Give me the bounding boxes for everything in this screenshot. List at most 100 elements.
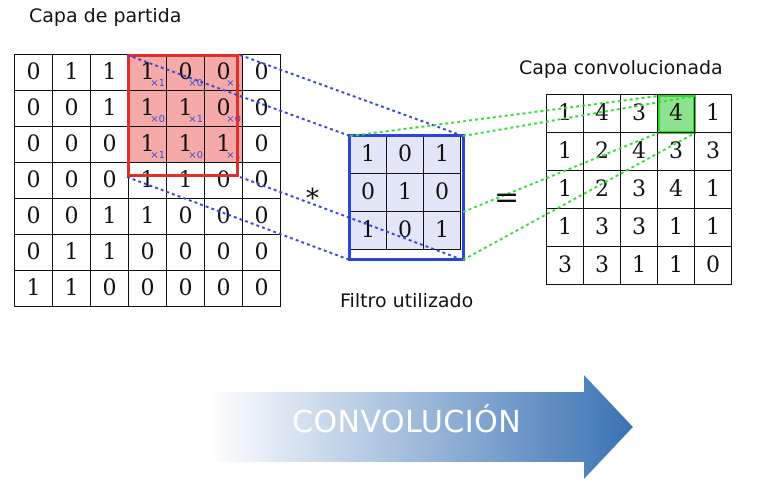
output-value: 4 bbox=[595, 101, 609, 126]
input-cell: 0 bbox=[242, 126, 281, 163]
output-cell: 3 bbox=[583, 208, 621, 247]
arrow-shape bbox=[210, 375, 633, 479]
input-cell: 1×1 bbox=[128, 54, 167, 91]
output-cell: 1 bbox=[694, 208, 732, 247]
input-value: 0 bbox=[254, 204, 269, 229]
weight-subscript: ×1 bbox=[150, 78, 165, 89]
input-cell: 1 bbox=[90, 54, 129, 91]
filter-value: 1 bbox=[398, 180, 412, 205]
filter-value: 0 bbox=[398, 218, 412, 243]
input-value: 0 bbox=[26, 60, 41, 85]
weight-subscript: ×1 bbox=[226, 78, 241, 89]
input-cell: 1 bbox=[128, 198, 167, 235]
output-cell: 4 bbox=[620, 132, 658, 171]
input-cell: 1 bbox=[14, 270, 53, 307]
input-value: 0 bbox=[64, 96, 79, 121]
output-cell: 3 bbox=[620, 94, 658, 133]
multiply-symbol: * bbox=[306, 184, 319, 214]
input-value: 0 bbox=[64, 204, 79, 229]
input-cell: 0 bbox=[90, 162, 129, 199]
output-cell: 1 bbox=[546, 170, 584, 209]
input-cell: 1 bbox=[128, 162, 167, 199]
input-cell: 0 bbox=[242, 198, 281, 235]
input-cell: 0 bbox=[204, 270, 243, 307]
input-value: 0 bbox=[254, 60, 269, 85]
input-value: 0 bbox=[254, 276, 269, 301]
input-value: 0 bbox=[102, 276, 117, 301]
equals-symbol: = bbox=[494, 180, 520, 215]
output-cell: 3 bbox=[620, 170, 658, 209]
input-cell: 1×0 bbox=[166, 126, 205, 163]
filter-cell: 0 bbox=[349, 173, 387, 212]
input-cell: 0 bbox=[242, 162, 281, 199]
input-cell: 0 bbox=[52, 198, 91, 235]
input-cell: 1×1 bbox=[128, 126, 167, 163]
output-value: 2 bbox=[595, 177, 609, 202]
input-value: 0 bbox=[216, 168, 231, 193]
filter-value: 0 bbox=[398, 142, 412, 167]
weight-subscript: ×0 bbox=[226, 114, 241, 125]
input-cell: 0 bbox=[166, 270, 205, 307]
input-cell: 0 bbox=[204, 198, 243, 235]
input-cell: 0 bbox=[204, 234, 243, 271]
output-value: 2 bbox=[595, 139, 609, 164]
input-value: 0 bbox=[26, 240, 41, 265]
arrow-label: CONVOLUCIÓN bbox=[292, 405, 522, 440]
weight-subscript: ×0 bbox=[150, 114, 165, 125]
output-layer-title: Capa convolucionada bbox=[519, 57, 723, 79]
filter-cell: 1 bbox=[423, 135, 461, 174]
output-value: 3 bbox=[632, 101, 646, 126]
filter-cell: 1 bbox=[349, 135, 387, 174]
input-cell: 1 bbox=[90, 90, 129, 127]
output-value: 4 bbox=[632, 139, 646, 164]
output-value: 1 bbox=[558, 177, 572, 202]
output-cell: 1 bbox=[546, 208, 584, 247]
input-cell: 0 bbox=[14, 90, 53, 127]
input-value: 1 bbox=[102, 204, 117, 229]
output-value: 3 bbox=[595, 215, 609, 240]
input-cell: 0×0 bbox=[166, 54, 205, 91]
output-cell: 4 bbox=[583, 94, 621, 133]
output-value: 0 bbox=[706, 253, 720, 278]
input-value: 1 bbox=[178, 132, 193, 157]
input-cell: 1×0 bbox=[128, 90, 167, 127]
input-value: 0 bbox=[178, 276, 193, 301]
input-cell: 0 bbox=[90, 126, 129, 163]
input-cell: 0 bbox=[242, 270, 281, 307]
output-value: 3 bbox=[706, 139, 720, 164]
input-cell: 1 bbox=[90, 234, 129, 271]
weight-subscript: ×1 bbox=[188, 114, 203, 125]
input-value: 0 bbox=[254, 132, 269, 157]
input-value: 0 bbox=[254, 168, 269, 193]
input-value: 0 bbox=[64, 132, 79, 157]
input-cell: 1×1 bbox=[204, 126, 243, 163]
input-cell: 1 bbox=[90, 198, 129, 235]
input-value: 0 bbox=[26, 132, 41, 157]
output-value: 3 bbox=[595, 253, 609, 278]
filter-cell: 0 bbox=[423, 173, 461, 212]
input-cell: 0 bbox=[52, 162, 91, 199]
input-value: 0 bbox=[254, 240, 269, 265]
input-value: 0 bbox=[64, 168, 79, 193]
output-value: 1 bbox=[558, 101, 572, 126]
input-cell: 0 bbox=[128, 234, 167, 271]
input-value: 1 bbox=[102, 60, 117, 85]
weight-subscript: ×0 bbox=[188, 78, 203, 89]
input-value: 0 bbox=[26, 168, 41, 193]
input-value: 0 bbox=[140, 276, 155, 301]
input-cell: 0×1 bbox=[204, 54, 243, 91]
output-value: 1 bbox=[669, 215, 683, 240]
output-cell: 1 bbox=[694, 170, 732, 209]
output-cell: 3 bbox=[694, 132, 732, 171]
output-cell: 3 bbox=[546, 246, 584, 285]
